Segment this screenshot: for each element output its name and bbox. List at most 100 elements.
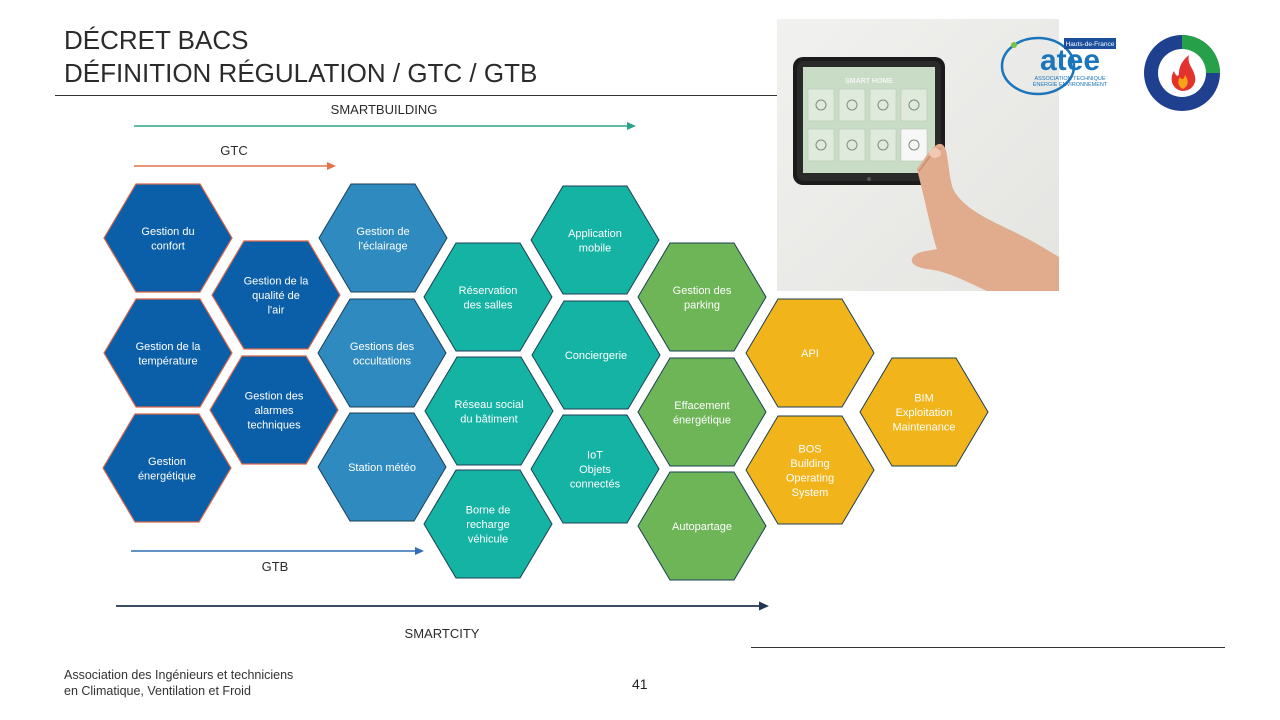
hexagon-label-line: mobile <box>579 242 611 254</box>
title-underline <box>55 95 777 96</box>
smartbuilding-arrow <box>134 122 636 130</box>
hexagon-label-line: recharge <box>466 519 509 531</box>
gtc-arrow <box>134 162 336 170</box>
hexagon-label-line: Building <box>790 458 829 470</box>
hexagon-shape <box>531 300 661 410</box>
hexagon-label-line: connectés <box>570 479 621 491</box>
hexagon-label-line: Conciergerie <box>565 350 627 362</box>
hexagon-label-line: Gestions des <box>350 341 415 353</box>
hexagon-shape <box>423 242 553 352</box>
hexagon-shape <box>745 415 875 525</box>
hexagon-shape <box>317 412 447 522</box>
aicvf-logo <box>1144 35 1220 111</box>
title-line-1: DÉCRET BACS <box>64 25 249 55</box>
hexagon-shape <box>530 185 660 295</box>
hexagon-label-line: alarmes <box>254 405 294 417</box>
footer-line-1: Association des Ingénieurs et technicien… <box>64 668 294 682</box>
hexagon-shape <box>103 298 233 408</box>
hexagon-label-line: température <box>138 355 197 367</box>
hexagon-13: Conciergerie <box>531 300 661 410</box>
hexagon-shape <box>317 298 447 408</box>
hexagon-label-line: API <box>801 348 819 360</box>
atee-tagline-2: ÉNERGIE ENVIRONNEMENT <box>1033 81 1108 88</box>
hexagon-label-line: Gestion de <box>356 226 409 238</box>
hexagon-label-line: l'éclairage <box>358 240 407 252</box>
hexagon-2: Gestion de la température <box>103 298 233 408</box>
hexagon-label-line: Operating <box>786 472 834 484</box>
gtb-label: GTB <box>261 559 289 574</box>
hexagon-shape <box>637 242 767 352</box>
gtc-label: GTC <box>220 143 248 158</box>
hexagon-9: Réservation des salles <box>423 242 553 352</box>
hexagon-label-line: énergétique <box>673 414 731 426</box>
air-conditioner-icon <box>838 88 866 122</box>
slide-title: DÉCRET BACS DÉFINITION RÉGULATION / GTC … <box>64 24 537 90</box>
hexagon-18: API <box>745 298 875 408</box>
hexagon-shape <box>424 356 554 466</box>
hexagon-17: Autopartage <box>637 471 767 581</box>
hexagon-label-line: Réservation <box>459 285 518 297</box>
hexagon-label-line: du bâtiment <box>460 413 517 425</box>
hexagon-label-line: parking <box>684 299 720 311</box>
hexagon-label-line: Autopartage <box>672 521 732 533</box>
hexagon-label-line: Gestion du <box>141 226 194 238</box>
hexagon-shape <box>859 357 989 467</box>
screen-title: SMART HOME <box>845 78 893 85</box>
atee-tagline-1: ASSOCIATION TECHNIQUE <box>1034 76 1105 82</box>
ceiling-lamp-icon <box>807 88 835 122</box>
hexagon-shape <box>423 469 553 579</box>
hexagon-label-line: Réseau social <box>454 399 523 411</box>
hexagon-shape <box>211 240 341 350</box>
hexagon-label-line: Gestion <box>148 456 186 468</box>
hexagon-label-line: Gestion de la <box>136 341 202 353</box>
camera-icon <box>838 128 866 162</box>
hexagon-shape <box>745 298 875 408</box>
wifi-icon <box>900 128 928 162</box>
hexagon-label-line: Borne de <box>466 505 511 517</box>
hexagon-label-line: l'air <box>268 305 285 317</box>
hexagon-11: Borne de recharge véhicule <box>423 469 553 579</box>
light-icon <box>869 128 897 162</box>
hexagon-shape <box>637 471 767 581</box>
hexagon-label-line: BOS <box>798 443 821 455</box>
pendant-lamp-icon <box>900 88 928 122</box>
hexagon-label-line: Gestion de la <box>244 276 310 288</box>
hexagon-15: Gestion des parking <box>637 242 767 352</box>
hexagon-shape <box>102 413 232 523</box>
hexagon-label-line: IoT <box>587 450 603 462</box>
hexagon-label-line: véhicule <box>468 534 508 546</box>
hexagon-label-line: des salles <box>464 299 513 311</box>
page-number: 41 <box>632 676 648 692</box>
hexagon-label-line: Gestion des <box>245 391 304 403</box>
footer-line-2: en Climatique, Ventilation et Froid <box>64 684 251 698</box>
hexagon-shape <box>209 355 339 465</box>
atee-logo: Hauts-de-France atee ASSOCIATION TECHNIQ… <box>1000 36 1116 96</box>
thermostat-icon <box>807 128 835 162</box>
hexagon-label-line: énergétique <box>138 470 196 482</box>
atee-region: Hauts-de-France <box>1066 41 1115 48</box>
hexagon-label-line: BIM <box>914 393 934 405</box>
bottom-rule <box>751 647 1225 648</box>
hexagon-8: Station météo <box>317 412 447 522</box>
tv-icon <box>869 88 897 122</box>
hexagon-label-line: Exploitation <box>896 407 953 419</box>
tablet-icon-grid <box>807 88 928 162</box>
hexagon-label-line: Station météo <box>348 462 416 474</box>
hexagon-label-line: confort <box>151 240 185 252</box>
hexagon-label-line: Gestion des <box>673 285 732 297</box>
hexagon-10: Réseau social du bâtiment <box>424 356 554 466</box>
hexagon-label-line: Maintenance <box>893 422 956 434</box>
hexagon-3: Gestion énergétique <box>102 413 232 523</box>
hexagon-shape <box>637 357 767 467</box>
smart-home-tablet-photo: SMART HOME <box>777 19 1059 291</box>
footer-organization: Association des Ingénieurs et technicien… <box>64 667 293 699</box>
